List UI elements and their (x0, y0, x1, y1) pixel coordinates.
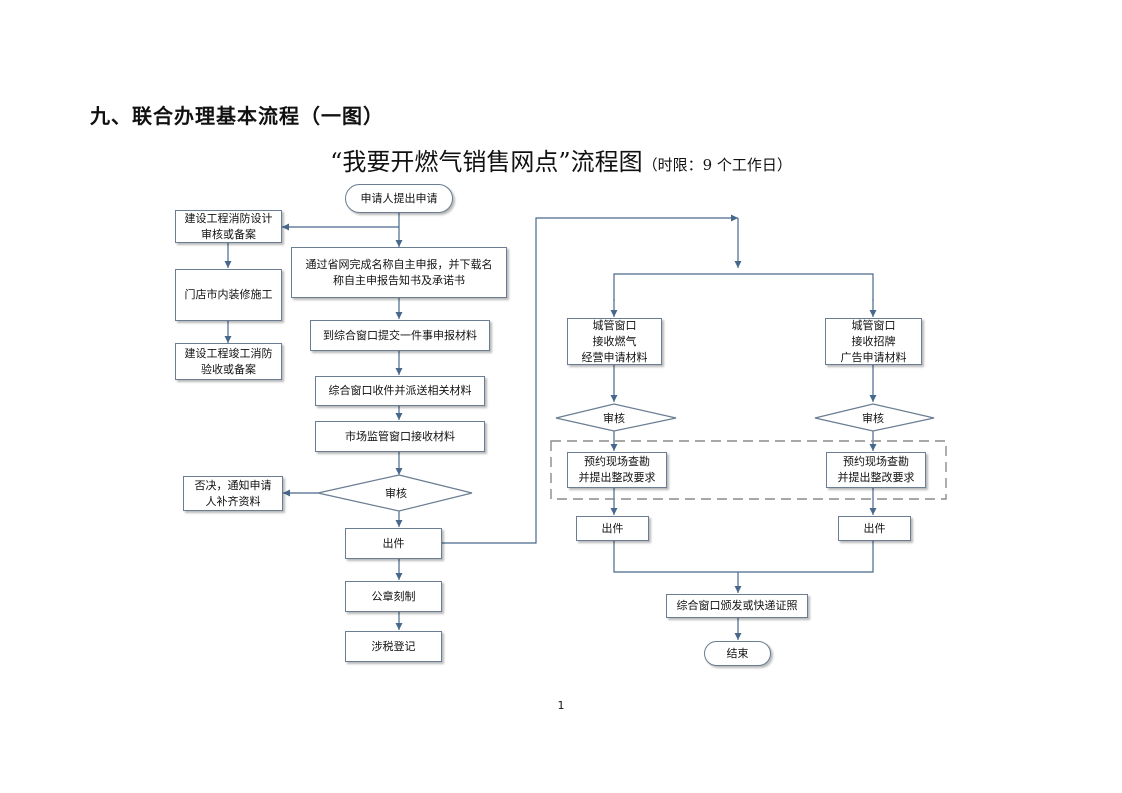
onsite-inspection-group (550, 440, 947, 500)
review-diamond-shape (317, 474, 473, 512)
issue-box: 出件 (345, 528, 442, 559)
receive-dispatch-box: 综合窗口收件并派送相关材料 (315, 376, 485, 406)
review-diamond-label: 审核 (385, 487, 407, 500)
chart-title-time-limit: （时限：9 个工作日） (642, 156, 792, 174)
city-sign-window-box: 城管窗口 接收招牌 广告申请材料 (825, 318, 922, 365)
tax-registration-box: 涉税登记 (345, 631, 442, 662)
deliver-license-box: 综合窗口颁发或快递证照 (666, 594, 808, 618)
page-number: 1 (557, 699, 565, 712)
review-gas-label: 审核 (603, 412, 625, 425)
review-gas-diamond-shape (555, 403, 677, 432)
inspect-sign-box: 预约现场查勘 并提出整改要求 (826, 452, 926, 488)
interior-renovation-box: 门店市内装修施工 (175, 269, 282, 321)
start-node: 申请人提出申请 (345, 184, 453, 213)
section-heading: 九、联合办理基本流程（一图） (90, 104, 384, 128)
fire-design-review-box: 建设工程消防设计 审核或备案 (175, 210, 282, 243)
review-sign-label: 审核 (862, 412, 884, 425)
issue-sign-box: 出件 (838, 516, 911, 541)
seal-engraving-box: 公章刻制 (345, 581, 442, 612)
end-node: 结束 (704, 641, 771, 666)
submit-materials-box: 到综合窗口提交一件事申报材料 (310, 320, 490, 351)
issue-gas-box: 出件 (576, 516, 649, 541)
city-gas-window-box: 城管窗口 接收燃气 经营申请材料 (567, 318, 662, 365)
review-sign-diamond-shape (814, 403, 935, 432)
reject-notify-box: 否决，通知申请 人补齐资料 (183, 476, 283, 511)
chart-title-main: “我要开燃气销售网点”流程图 (330, 148, 643, 176)
fire-acceptance-box: 建设工程竣工消防 验收或备案 (175, 343, 282, 380)
market-window-receive-box: 市场监管窗口接收材料 (315, 421, 485, 452)
inspect-gas-box: 预约现场查勘 并提出整改要求 (567, 452, 667, 488)
online-name-declaration-box: 通过省网完成名称自主申报，并下载名 称自主申报告知书及承诺书 (291, 247, 507, 298)
chart-title: “我要开燃气销售网点”流程图（时限：9 个工作日） (0, 142, 1122, 177)
